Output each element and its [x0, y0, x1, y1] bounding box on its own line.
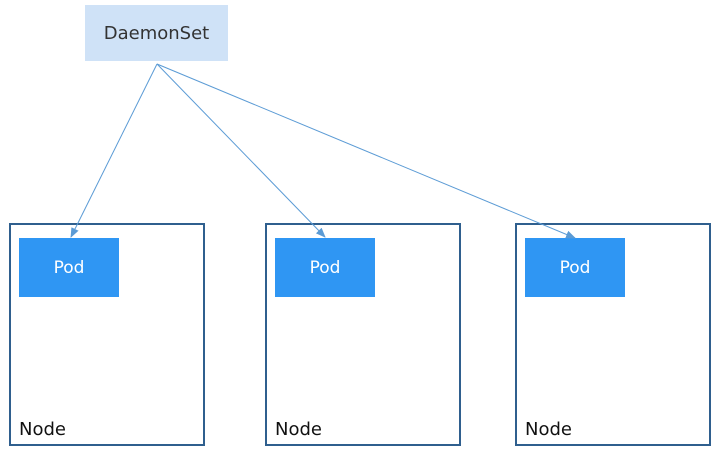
pod-box-2: Pod: [275, 238, 375, 297]
node-box-1: Pod Node: [9, 223, 205, 446]
pod-box-3: Pod: [525, 238, 625, 297]
daemonset-label: DaemonSet: [103, 22, 210, 44]
node-label-2: Node: [275, 419, 322, 440]
node-box-3: Pod Node: [515, 223, 711, 446]
node-box-2: Pod Node: [265, 223, 461, 446]
pod-label-3: Pod: [559, 257, 591, 278]
node-label-3: Node: [525, 419, 572, 440]
arrow-to-pod-3: [156, 63, 576, 239]
pod-box-1: Pod: [19, 238, 119, 297]
daemonset-box: DaemonSet: [85, 5, 228, 61]
pod-label-1: Pod: [53, 257, 85, 278]
arrow-to-pod-1: [70, 63, 158, 238]
node-label-1: Node: [19, 419, 66, 440]
arrow-to-pod-2: [156, 63, 326, 238]
pod-label-2: Pod: [309, 257, 341, 278]
